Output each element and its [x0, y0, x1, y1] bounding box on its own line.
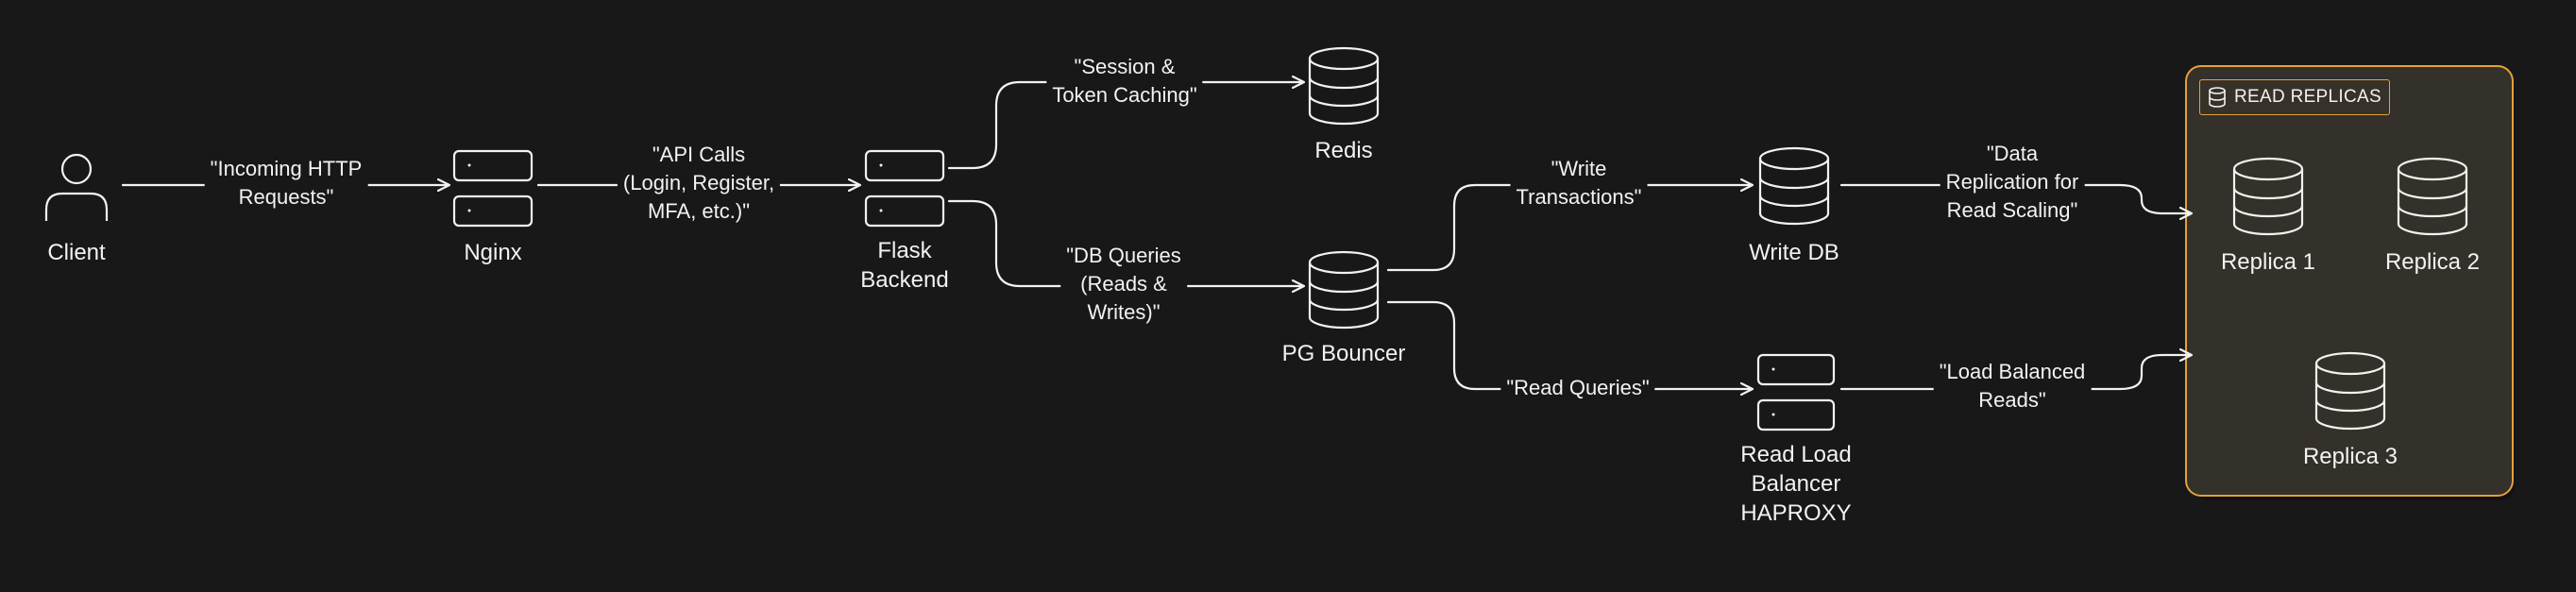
- replica3-label: Replica 3: [2302, 444, 2398, 469]
- flask-label: Flask Backend: [860, 238, 949, 293]
- nginx-server-leds: [467, 163, 471, 212]
- pgbouncer-label: PG Bouncer: [1281, 341, 1406, 366]
- edge-label-client-nginx: "Incoming HTTP Requests": [204, 155, 368, 211]
- writedb-label: Write DB: [1749, 240, 1839, 265]
- edge-label-flask-pgbouncer: "DB Queries (Reads & Writes)": [1060, 242, 1187, 327]
- edge-label-flask-redis: "Session & Token Caching": [1046, 53, 1203, 110]
- database-icon: [2209, 87, 2226, 108]
- edge-pgbouncer-readlb: [1386, 300, 1752, 389]
- edge-label-pgbouncer-readlb: "Read Queries": [1500, 374, 1655, 402]
- user-icon: [44, 153, 109, 221]
- replica2-label: Replica 2: [2384, 249, 2481, 275]
- writedb-database-icon: [1758, 146, 1830, 226]
- flask-server-icon: [864, 149, 945, 228]
- pgbouncer-database-icon: [1308, 250, 1380, 330]
- redis-database-icon: [1308, 46, 1380, 126]
- replica3-database-icon: [2314, 351, 2386, 431]
- nginx-server-icon: [452, 149, 534, 228]
- group-title: READ REPLICAS: [2234, 87, 2381, 107]
- redis-label: Redis: [1314, 138, 1373, 163]
- readlb-label: Read Load Balancer HAPROXY: [1740, 442, 1852, 526]
- edge-label-pgbouncer-writedb: "Write Transactions": [1510, 155, 1648, 211]
- read-replicas-group: [2185, 65, 2514, 497]
- edge-label-readlb-replicas: "Load Balanced Reads": [1933, 358, 2092, 414]
- edge-flask-redis: [947, 82, 1303, 170]
- load-balancer-server-icon: [1756, 353, 1836, 431]
- edge-pgbouncer-writedb: [1386, 185, 1752, 272]
- edge-writedb-replicas: [1839, 183, 2191, 213]
- replica2-database-icon: [2397, 157, 2468, 236]
- edge-label-writedb-replicas: "Data Replication for Read Scaling": [1940, 140, 2085, 225]
- read-replicas-group-header: READ REPLICAS: [2199, 79, 2390, 115]
- edge-flask-pgbouncer: [947, 199, 1303, 286]
- load-balancer-server-leds: [1771, 367, 1775, 416]
- replica1-label: Replica 1: [2220, 249, 2316, 275]
- flask-server-leds: [879, 163, 883, 212]
- replica1-database-icon: [2232, 157, 2304, 236]
- edge-readlb-replicas: [1839, 355, 2191, 391]
- client-label: Client: [47, 240, 106, 265]
- edge-label-nginx-flask: "API Calls (Login, Register, MFA, etc.)": [617, 141, 781, 226]
- nginx-label: Nginx: [464, 240, 522, 265]
